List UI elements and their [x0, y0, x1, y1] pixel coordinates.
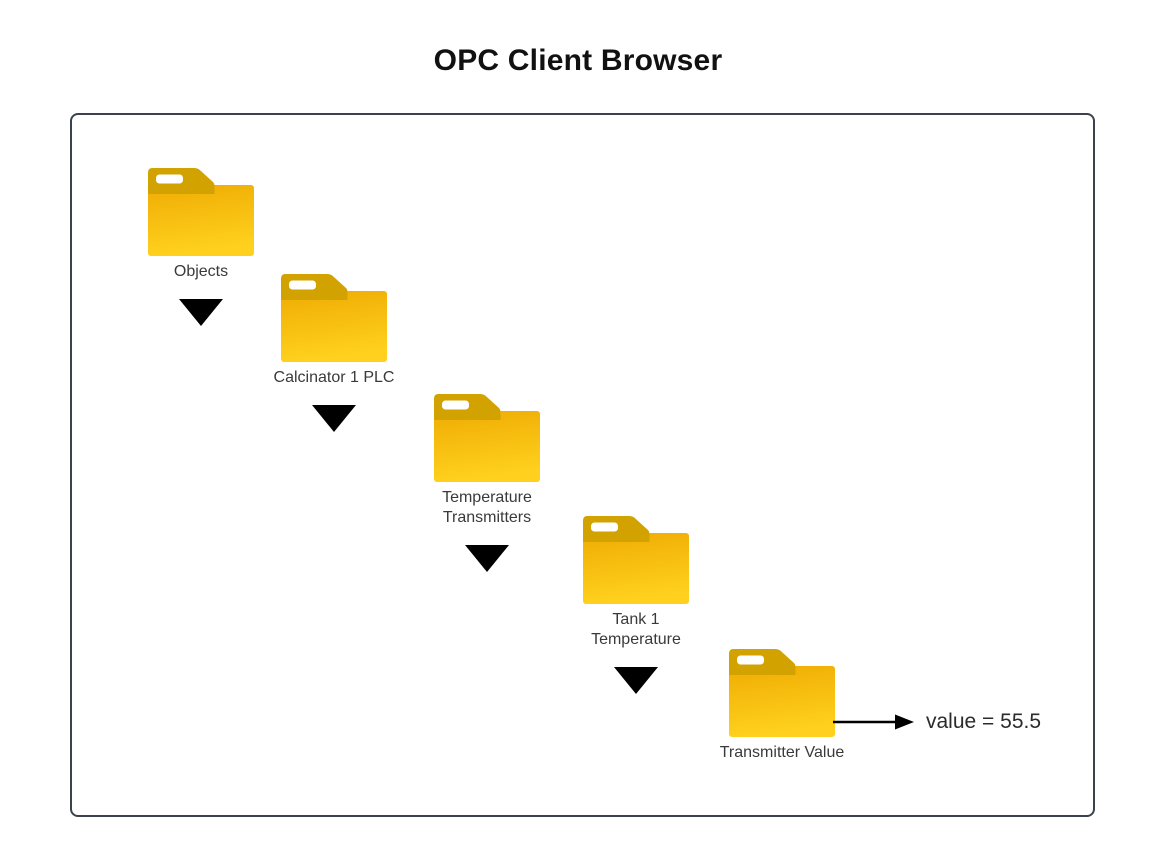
- folder-icon: [281, 274, 387, 362]
- triangle-down-icon: [614, 667, 658, 694]
- node-label: Tank 1 Temperature: [591, 611, 681, 648]
- triangle-down-icon: [179, 299, 223, 326]
- folder-icon: [583, 516, 689, 604]
- node-label: Objects: [173, 263, 229, 280]
- tree-node-transmitter-value: Transmitter Value: [697, 649, 867, 763]
- tree-node-tank-1-temperature: Tank 1 Temperature: [551, 516, 721, 695]
- arrow-right-icon: [833, 714, 914, 730]
- folder-icon: [434, 394, 540, 482]
- tree-node-objects: Objects: [116, 168, 286, 327]
- triangle-down-icon: [312, 405, 356, 432]
- browser-frame: Objects Calcinator 1 PLC: [70, 113, 1095, 817]
- value-readout: value = 55.5: [926, 710, 1042, 733]
- diagram-title: OPC Client Browser: [433, 44, 723, 77]
- tree-node-temperature-transmitters: Temperature Transmitters: [402, 394, 572, 573]
- folder-icon: [729, 649, 835, 737]
- node-label: Calcinator 1 PLC: [273, 369, 395, 386]
- tree-node-calcinator-1-plc: Calcinator 1 PLC: [249, 274, 419, 433]
- node-label: Temperature Transmitters: [442, 489, 532, 526]
- folder-icon: [148, 168, 254, 256]
- triangle-down-icon: [465, 545, 509, 572]
- node-label: Transmitter Value: [719, 744, 845, 761]
